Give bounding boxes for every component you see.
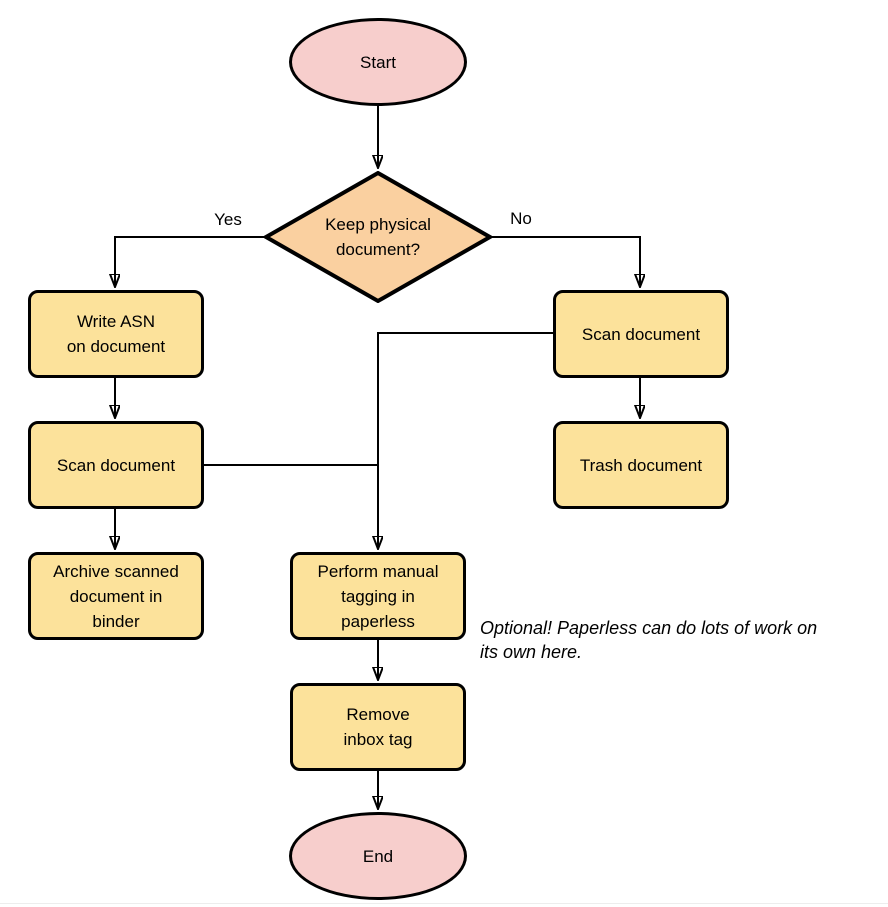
optional-note-text: Optional! Paperless can do lots of work … <box>480 618 818 662</box>
node-scan-document-left[interactable]: Scan document <box>28 421 204 509</box>
node-scan-document-right[interactable]: Scan document <box>553 290 729 378</box>
yes-label-text: Yes <box>214 210 242 229</box>
node-write-asn[interactable]: Write ASN on document <box>28 290 204 378</box>
node-start[interactable]: Start <box>289 18 467 106</box>
edge-decision-yes <box>115 236 264 286</box>
node-remove-inbox-label: Remove inbox tag <box>343 705 413 749</box>
node-write-asn-label: Write ASN on document <box>66 312 166 356</box>
node-start-label: Start <box>360 52 396 72</box>
node-trash-label: Trash document <box>579 455 703 475</box>
no-label-text: No <box>510 209 532 228</box>
node-decision-label: Keep physical document? <box>325 215 431 259</box>
node-scan-right-label: Scan document <box>581 324 701 344</box>
edge-decision-no <box>492 236 640 286</box>
node-decision[interactable]: Keep physical document? <box>264 171 492 303</box>
node-archive-binder[interactable]: Archive scanned document in binder <box>28 552 204 640</box>
diamond-shape <box>264 171 492 303</box>
edge-label-no: No <box>497 209 545 229</box>
node-remove-inbox-tag[interactable]: Remove inbox tag <box>290 683 466 771</box>
node-manual-tagging[interactable]: Perform manual tagging in paperless <box>290 552 466 640</box>
edge-scanright-to-tagging <box>378 332 553 548</box>
node-archive-label: Archive scanned document in binder <box>53 561 179 631</box>
node-end[interactable]: End <box>289 812 467 900</box>
node-trash-document[interactable]: Trash document <box>553 421 729 509</box>
node-tagging-label: Perform manual tagging in paperless <box>317 561 439 631</box>
canvas-bottom-border <box>0 903 888 904</box>
optional-note: Optional! Paperless can do lots of work … <box>480 592 884 664</box>
edge-label-yes: Yes <box>204 210 252 230</box>
node-end-label: End <box>362 846 394 866</box>
node-scan-left-label: Scan document <box>56 455 176 475</box>
